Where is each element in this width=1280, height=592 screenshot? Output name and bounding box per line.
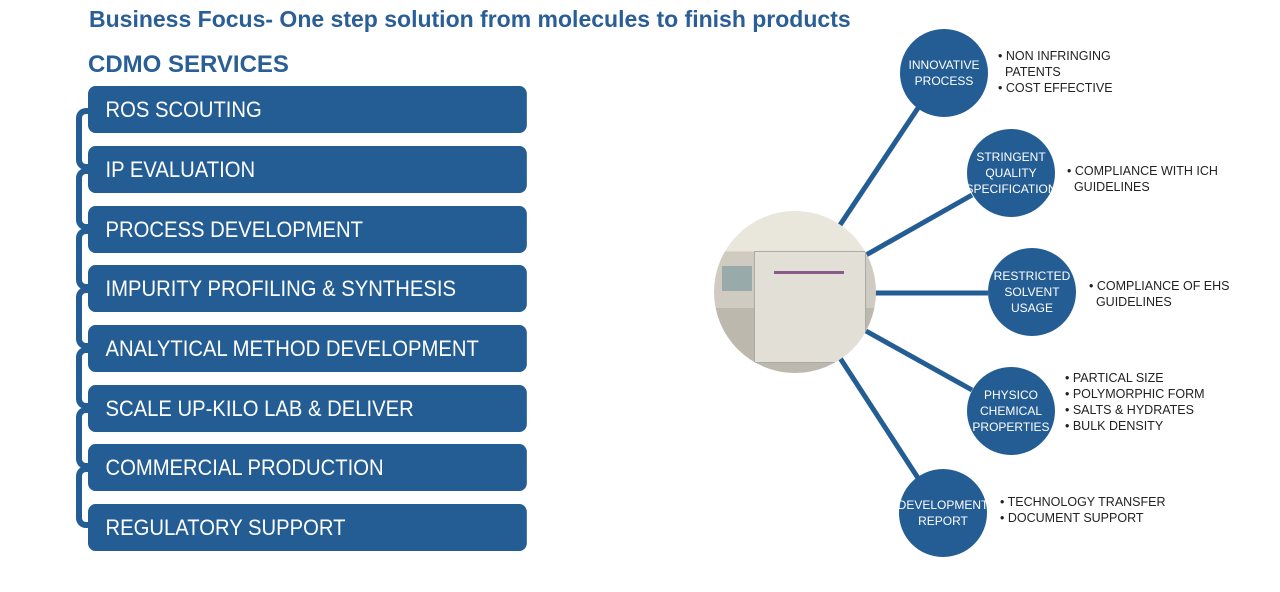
focus-node: INNOVATIVE PROCESS [900,29,988,117]
page-title: Business Focus- One step solution from m… [89,6,851,32]
service-item: COMMERCIAL PRODUCTION [88,444,527,491]
service-item: ROS SCOUTING [88,86,527,133]
focus-node: STRINGENT QUALITY SPECIFICATION [965,129,1057,217]
bullet-item: • SALTS & HYDRATES [1065,403,1194,417]
bracket-connector [76,466,98,528]
bracket-connector [76,287,98,349]
node-label-line: PROCESS [914,74,974,88]
node-bullets: • TECHNOLOGY TRANSFER • DOCUMENT SUPPORT [1000,494,1166,526]
node-bullets: • NON INFRINGING PATENTS • COST EFFECTIVE [998,48,1113,96]
node-bullets: • COMPLIANCE WITH ICH GUIDELINES [1067,163,1218,195]
node-label-line: STRINGENT [976,150,1046,164]
node-label-line: DEVELOPMENT [897,498,989,512]
node-label-line: INNOVATIVE [908,58,980,72]
node-bullets: • PARTICAL SIZE • POLYMORPHIC FORM • SALTS… [1065,370,1205,434]
bullet-item: GUIDELINES [1089,295,1172,309]
node-label-line: QUALITY [985,166,1037,180]
node-label-line: RESTRICTED [993,269,1071,283]
lab-equipment-photo [714,211,876,373]
bullet-item: • PARTICAL SIZE [1065,371,1164,385]
node-label-line: USAGE [1010,301,1053,315]
service-item: IP EVALUATION [88,146,527,193]
bullet-item: • COST EFFECTIVE [998,81,1113,95]
node-label-line: REPORT [918,514,968,528]
bullet-item: • DOCUMENT SUPPORT [1000,511,1144,525]
bracket-connector [76,168,98,230]
bullet-item: • BULK DENSITY [1065,419,1164,433]
focus-node: PHYSICO CHEMICAL PROPERTIES [967,367,1055,455]
focus-node: DEVELOPMENT REPORT [897,469,989,557]
bullet-item: • COMPLIANCE OF EHS [1089,279,1230,293]
section-title: CDMO SERVICES [88,51,289,78]
bullet-item: PATENTS [998,65,1061,79]
node-label-line: PROPERTIES [972,420,1050,434]
bracket-connector [76,347,98,409]
bullet-item: • TECHNOLOGY TRANSFER [1000,495,1166,509]
node-label-line: SPECIFICATION [965,182,1057,196]
service-item: REGULATORY SUPPORT [88,504,527,551]
service-item: PROCESS DEVELOPMENT [88,206,527,253]
bullet-item: • POLYMORPHIC FORM [1065,387,1205,401]
focus-node: RESTRICTED SOLVENT USAGE [988,248,1076,336]
service-item: IMPURITY PROFILING & SYNTHESIS [88,265,527,312]
bullet-item: • COMPLIANCE WITH ICH [1067,164,1218,178]
bracket-connector [76,108,98,170]
service-item: ANALYTICAL METHOD DEVELOPMENT [88,325,527,372]
service-item: SCALE UP-KILO LAB & DELIVER [88,385,527,432]
node-label-line: PHYSICO [983,388,1038,402]
node-label-line: SOLVENT [1004,285,1060,299]
bullet-item: GUIDELINES [1067,180,1150,194]
node-bullets: • COMPLIANCE OF EHS GUIDELINES [1089,278,1230,310]
node-label-line: CHEMICAL [979,404,1042,418]
bullet-item: • NON INFRINGING [998,49,1111,63]
